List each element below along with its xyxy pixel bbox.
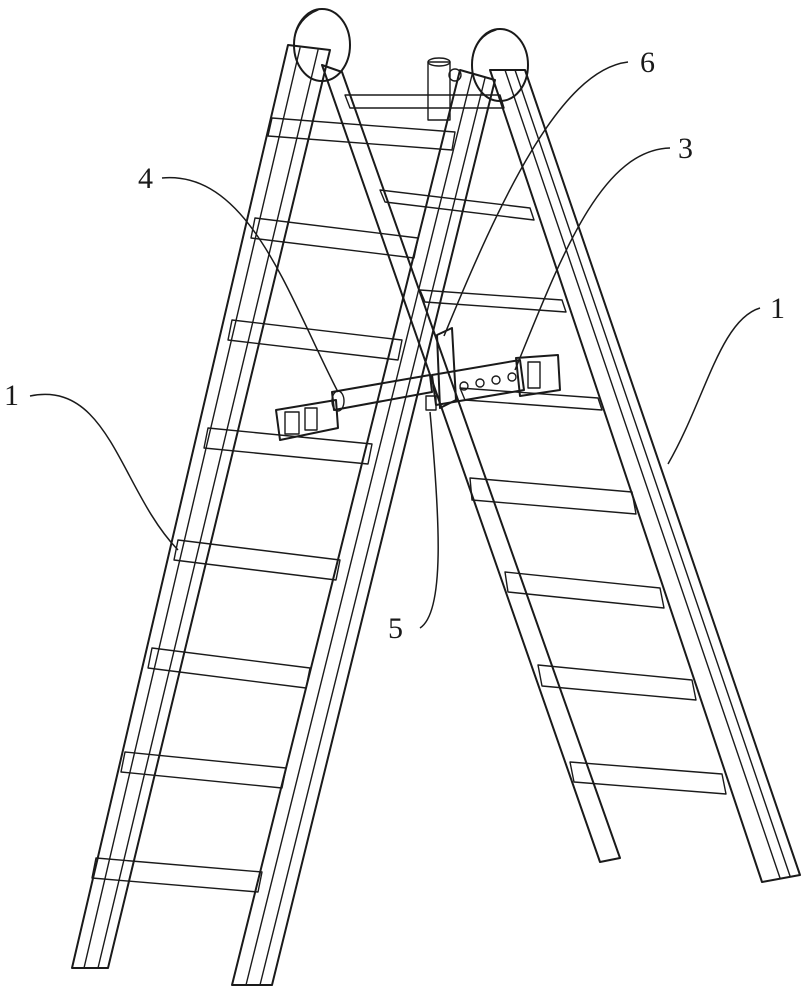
front-rungs [91, 117, 456, 893]
callout-right-leg: 1 [770, 292, 785, 325]
left-clamp [275, 399, 339, 441]
left-rod [331, 374, 433, 411]
callout-pin: 5 [388, 612, 403, 645]
rear-ladder-frame [321, 64, 801, 883]
callout-labels: 1 1 3 4 5 6 [4, 46, 785, 645]
front-ladder-frame [71, 44, 496, 986]
top-post [427, 61, 451, 121]
leader-left-leg [29, 393, 179, 551]
callout-bracket: 6 [640, 46, 655, 79]
callout-rod-left: 4 [138, 162, 153, 195]
left-hinge-disc [293, 8, 351, 82]
callout-left-leg: 1 [4, 379, 19, 412]
locking-pin [425, 395, 437, 411]
leader-rod-left [161, 177, 339, 393]
right-hinge-disc [471, 28, 529, 102]
right-clamp [515, 354, 561, 397]
leader-pin [419, 411, 439, 629]
rear-inner-rail [321, 64, 621, 863]
callout-rod-right: 3 [678, 132, 693, 165]
leader-lines [29, 61, 761, 629]
front-outer-rail [71, 44, 331, 969]
top-hinges [293, 8, 529, 121]
right-rod [431, 359, 525, 406]
front-inner-rail [231, 69, 496, 986]
leader-right-leg [667, 307, 761, 465]
leader-bracket [443, 61, 629, 337]
rear-rungs [344, 94, 727, 795]
telescoping-brace [275, 327, 561, 441]
rear-outer-rail [489, 69, 801, 883]
leader-rod-right [514, 147, 671, 371]
